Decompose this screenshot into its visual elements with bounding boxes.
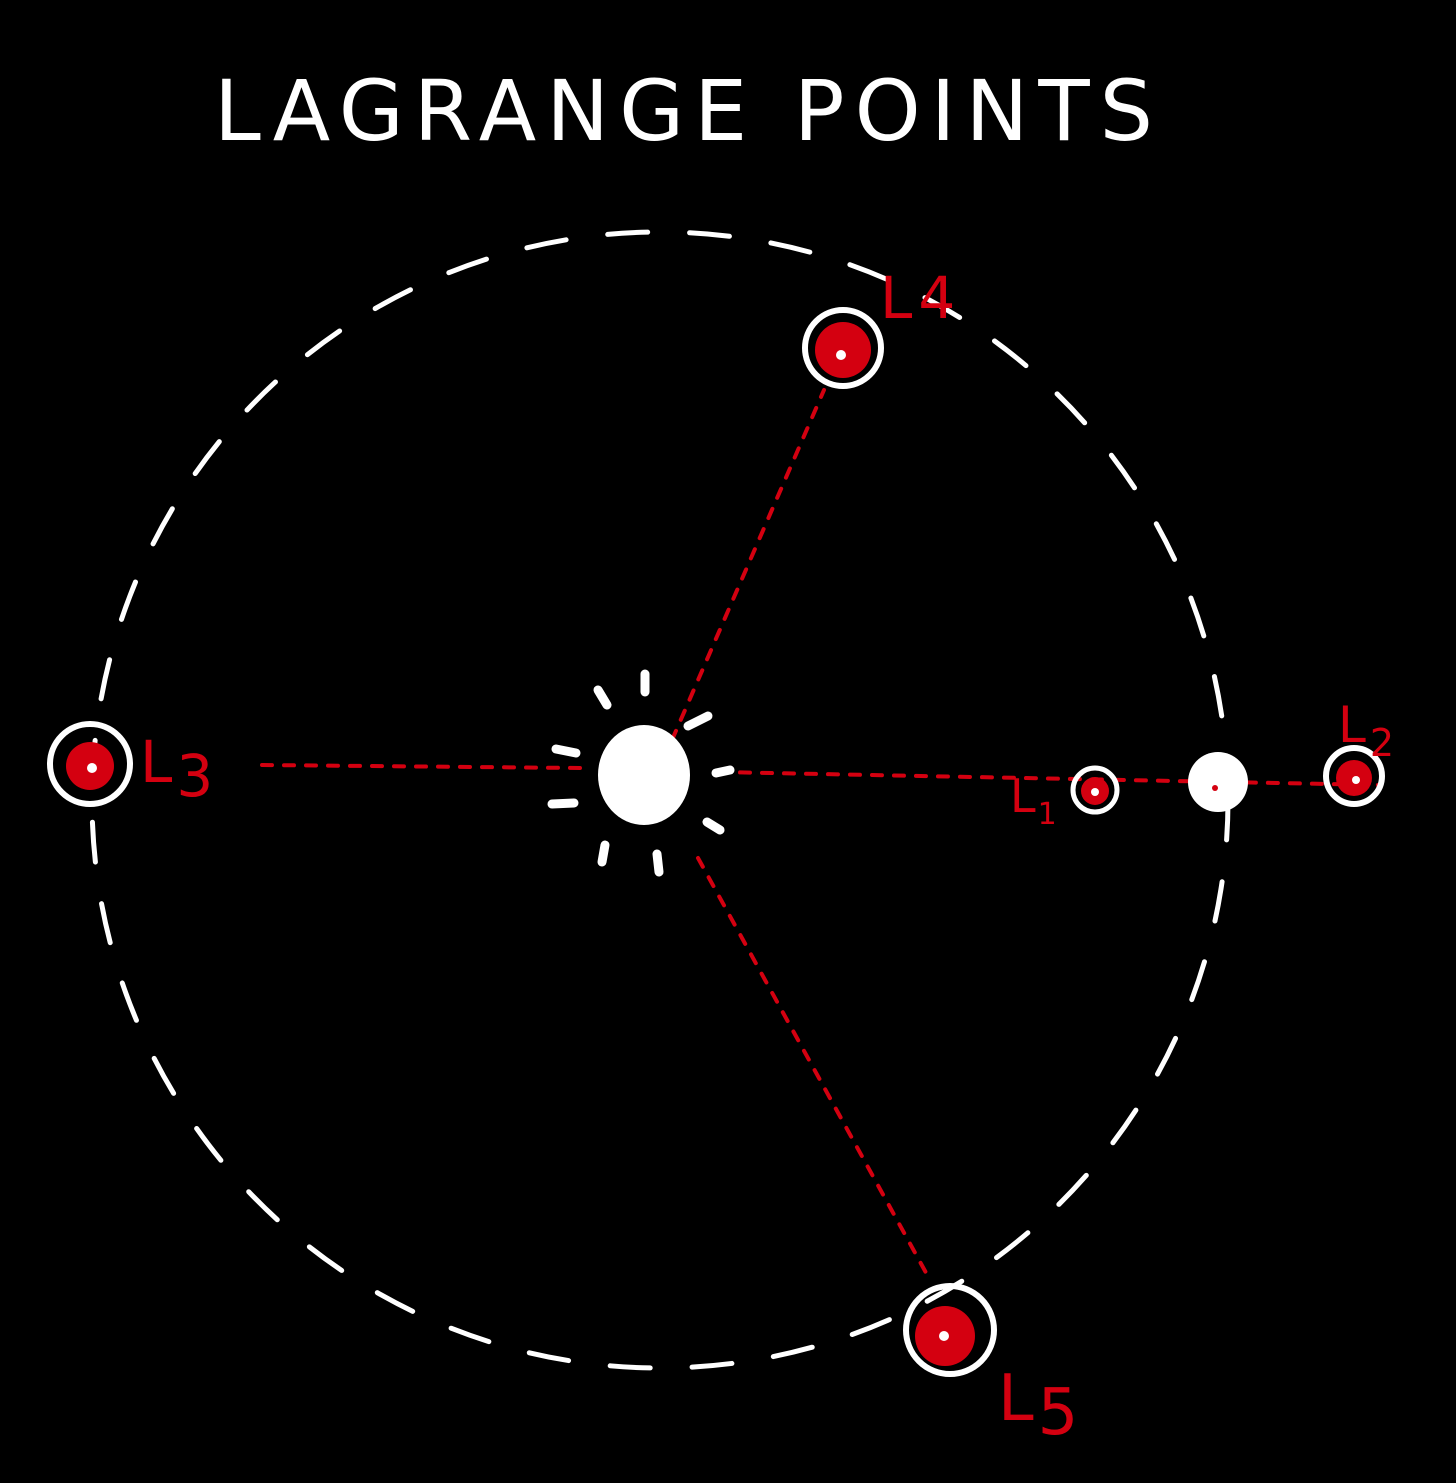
l4-marker[interactable] — [802, 307, 884, 389]
l2-marker[interactable] — [1323, 745, 1385, 807]
l3-label: L3 — [140, 728, 213, 810]
line-to-l4 — [670, 388, 826, 742]
diagram-title: LAGRANGE POINTS — [214, 62, 1163, 160]
l1-marker[interactable] — [1070, 765, 1120, 815]
line-to-l5 — [696, 856, 932, 1282]
l5-label: L5 — [998, 1362, 1078, 1450]
l5-marker[interactable] — [903, 1283, 997, 1377]
sun-disc — [598, 725, 690, 825]
line-to-l3 — [260, 763, 582, 770]
sun-rays — [547, 669, 735, 877]
l3-marker[interactable] — [47, 721, 133, 807]
planet-icon — [1188, 752, 1248, 812]
sun-icon — [547, 669, 735, 877]
l1-label: L1 — [1010, 769, 1057, 832]
connector-lines — [260, 388, 1382, 1282]
line-to-l1-l2 — [716, 770, 1382, 787]
